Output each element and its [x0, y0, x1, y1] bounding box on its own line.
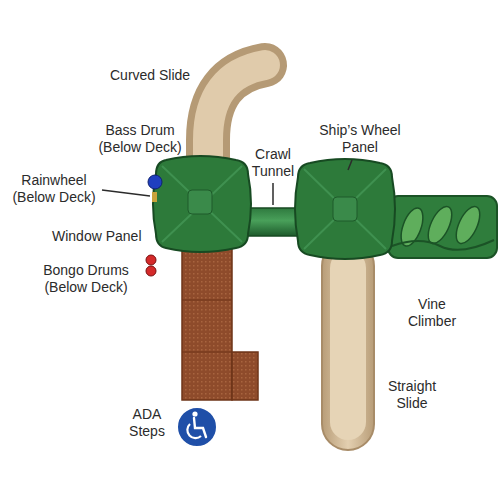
deck-ridge [162, 166, 242, 242]
icon-body [194, 418, 206, 437]
icon-head [192, 411, 197, 416]
rainwheel [152, 192, 157, 202]
part-label: Crawl Tunnel [243, 146, 303, 180]
bongo-drum [146, 266, 156, 276]
straight-slide-bed [330, 250, 366, 440]
part-label: Bongo Drums (Below Deck) [38, 262, 134, 296]
left-deck [153, 156, 251, 252]
part-label: Curved Slide [110, 67, 190, 84]
bongo-drum [146, 255, 156, 265]
part-label: Vine Climber [402, 296, 462, 330]
part-label: Rainwheel (Below Deck) [6, 172, 102, 206]
part-label: ADA Steps [122, 406, 172, 440]
step-edge [182, 352, 232, 353]
leader-line [348, 160, 352, 170]
ada-steps [182, 246, 232, 400]
deck-center [188, 190, 212, 214]
icon-wheel [187, 424, 201, 438]
straight-slide [322, 240, 374, 450]
right-deck [295, 159, 395, 259]
leader-line [272, 183, 274, 205]
vine-stem [392, 240, 494, 250]
leader-line [102, 190, 150, 196]
deck-center [333, 197, 357, 221]
deck-ridge [304, 169, 386, 249]
ada-step [232, 352, 258, 400]
part-label: Window Panel [52, 228, 142, 245]
vine-leaf [451, 203, 484, 247]
vine-leaf [423, 203, 456, 247]
part-label: Ship’s Wheel Panel [312, 122, 408, 156]
part-label: Straight Slide [382, 378, 442, 412]
step-edge [182, 300, 232, 301]
part-label: Bass Drum (Below Deck) [92, 122, 188, 156]
vine-climber [388, 196, 497, 258]
accessibility-icon [177, 407, 217, 447]
bass-drum [148, 175, 162, 189]
